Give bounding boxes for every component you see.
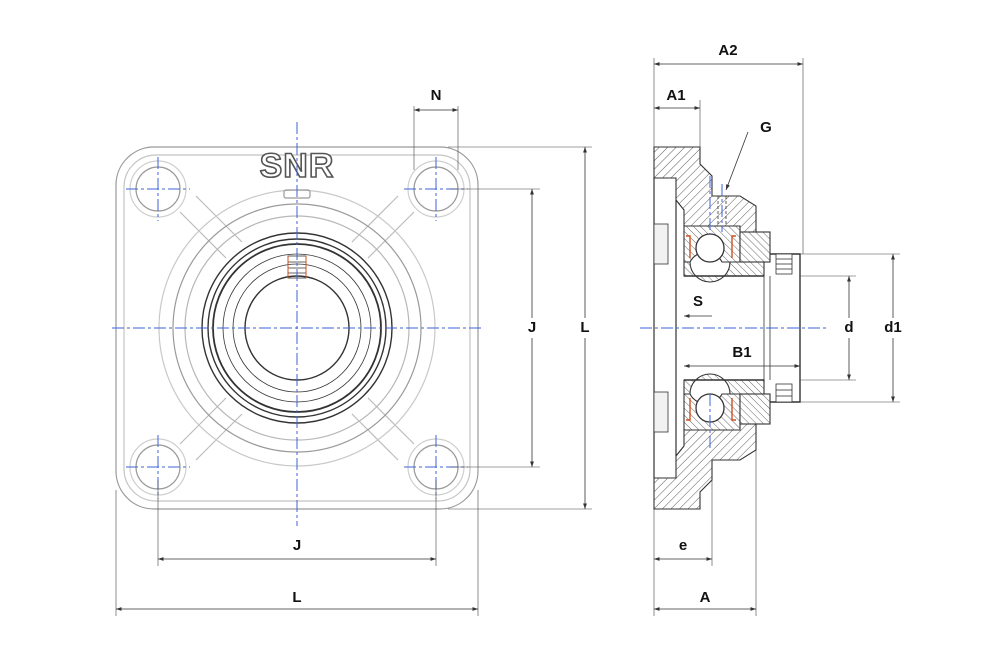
dimension-label-N: N [431,87,442,104]
dimension-label-L-vertical: L [580,319,589,336]
dimension-label-d1: d1 [884,319,902,336]
inner-ring-top [683,261,765,283]
dimension-label-B1: B1 [732,344,751,361]
dimension-label-A1: A1 [666,87,685,104]
dimension-label-A2: A2 [718,42,737,59]
dimension-label-J-vertical: J [528,319,536,336]
front-dimensions: N J L J L [115,87,595,616]
front-view: SNR [112,122,484,526]
section-dimensions: A2 A1 G S B1 d d1 e A [653,42,906,616]
ball-top [695,233,725,263]
housing-section-bottom [653,423,757,510]
flange-ribs [179,195,415,461]
dimension-label-J-horizontal: J [293,537,301,554]
inner-ring-bottom [683,373,765,395]
dimension-label-S: S [693,293,703,310]
set-screw [775,253,793,403]
section-view [640,146,826,510]
flange-relief-top [653,223,669,265]
dimension-label-L-horizontal: L [292,589,301,606]
dimension-label-A: A [700,589,711,606]
dimension-label-G: G [760,119,772,136]
seals [686,235,736,421]
flange-relief-bottom [653,391,669,433]
housing-section-top [653,146,757,233]
dimension-label-e: e [679,537,687,554]
dimension-label-d: d [844,319,853,336]
